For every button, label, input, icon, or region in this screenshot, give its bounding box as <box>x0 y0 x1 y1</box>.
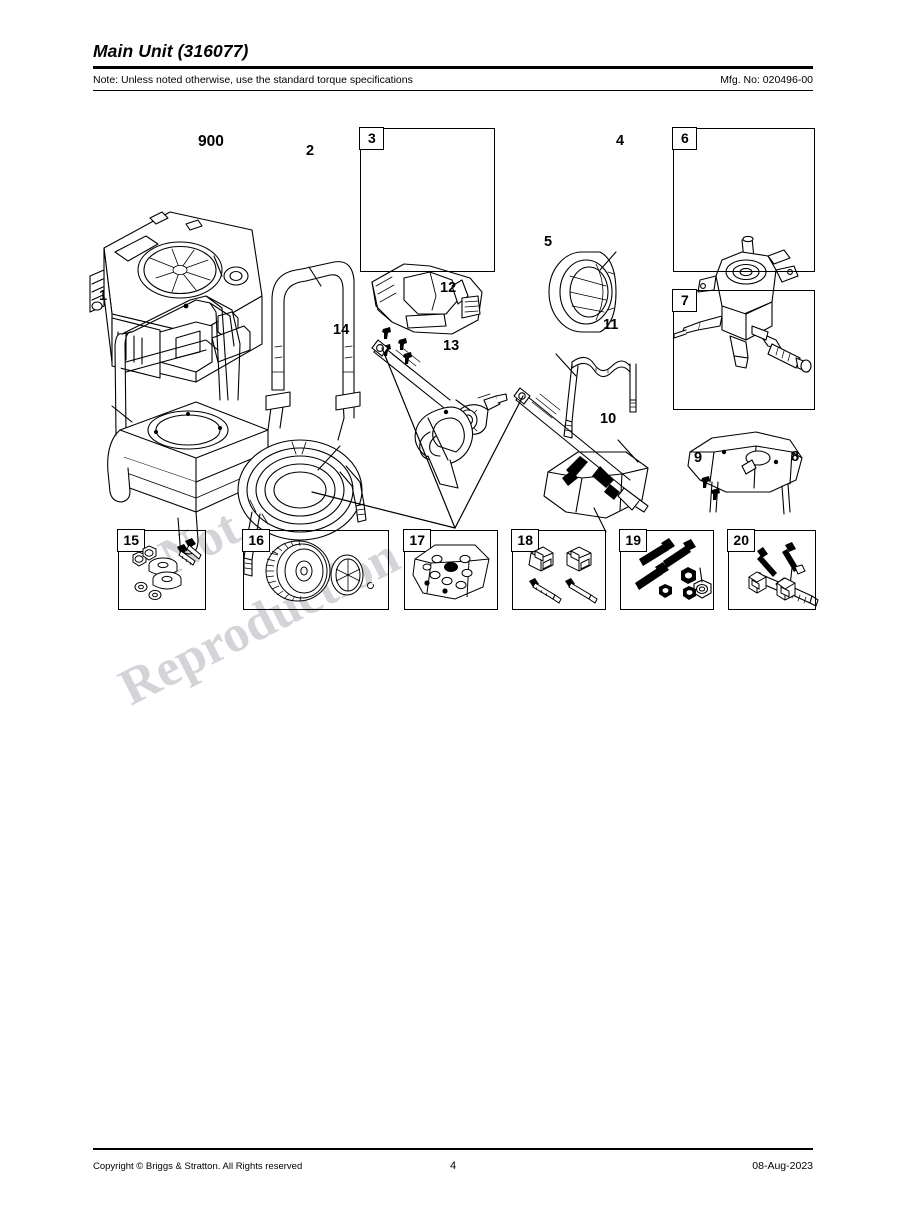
inlet-filter-ring-art <box>548 251 617 333</box>
part-box-20: 20 <box>727 529 816 610</box>
part-box-6-tag: 6 <box>672 127 698 151</box>
bolts-and-nuts-art <box>621 531 713 609</box>
part-box-20-tag: 20 <box>727 529 755 553</box>
copyright-text: Copyright © Briggs & Stratton. All Right… <box>93 1161 303 1172</box>
part-box-6: 6 <box>672 127 815 272</box>
lock-nut-art <box>693 567 712 599</box>
part-box-18: 18 <box>511 529 606 610</box>
handle-bracket-art <box>687 431 803 515</box>
revision-date: 08-Aug-2023 <box>752 1160 813 1172</box>
callout-12: 12 <box>440 280 457 296</box>
callout-8: 8 <box>791 449 800 465</box>
callout-4: 4 <box>616 133 625 149</box>
screws-and-nuts-art <box>729 531 815 609</box>
part-box-18-tag: 18 <box>511 529 539 553</box>
callout-13: 13 <box>443 338 460 354</box>
handle-bar-art <box>271 261 355 401</box>
part-box-16: 16 <box>242 529 389 610</box>
callout-900: 900 <box>198 133 224 150</box>
header-rule-thin <box>93 90 813 91</box>
exploded-diagram <box>0 100 906 630</box>
hardware-bag-art <box>405 531 497 609</box>
pump-assembly-art <box>673 235 812 373</box>
extension-lance-art <box>513 387 649 533</box>
part-box-19-tag: 19 <box>619 529 647 553</box>
header-rule <box>93 66 813 69</box>
part-box-15: 15 <box>117 529 206 610</box>
flexible-hose-art <box>555 353 637 439</box>
part-box-15-tag: 15 <box>117 529 145 553</box>
high-pressure-hose-art <box>237 439 367 577</box>
callout-10: 10 <box>600 411 617 427</box>
page-number: 4 <box>449 1160 457 1172</box>
part-box-3-tag: 3 <box>359 127 385 151</box>
torque-note: Note: Unless noted otherwise, use the st… <box>93 74 413 86</box>
part-box-19: 19 <box>619 529 714 610</box>
callout-1: 1 <box>99 288 108 304</box>
callout-14: 14 <box>333 322 350 338</box>
wheel-and-hubcap-art <box>244 531 388 609</box>
wheel-hub-hardware-art <box>119 531 205 609</box>
nozzle-pouch-art <box>543 439 649 519</box>
part-box-7: 7 <box>672 289 815 410</box>
part-box-17-tag: 17 <box>403 529 431 553</box>
callout-11: 11 <box>603 317 619 333</box>
callout-2: 2 <box>306 143 315 159</box>
footer-rule <box>93 1148 813 1150</box>
mfg-number: Mfg. No: 020496-00 <box>720 74 813 86</box>
box17-leader-lines <box>311 347 524 529</box>
control-panel-console-art <box>371 263 483 364</box>
clamp-and-screws-art <box>513 531 605 609</box>
part-box-7-tag: 7 <box>672 289 698 313</box>
part-box-17: 17 <box>403 529 498 610</box>
page-title: Main Unit (316077) <box>93 41 249 61</box>
part-box-16-tag: 16 <box>242 529 270 553</box>
callout-9: 9 <box>694 450 703 466</box>
spray-gun-art <box>371 339 474 489</box>
callout-5: 5 <box>544 234 553 250</box>
part-box-3: 3 <box>359 127 495 272</box>
